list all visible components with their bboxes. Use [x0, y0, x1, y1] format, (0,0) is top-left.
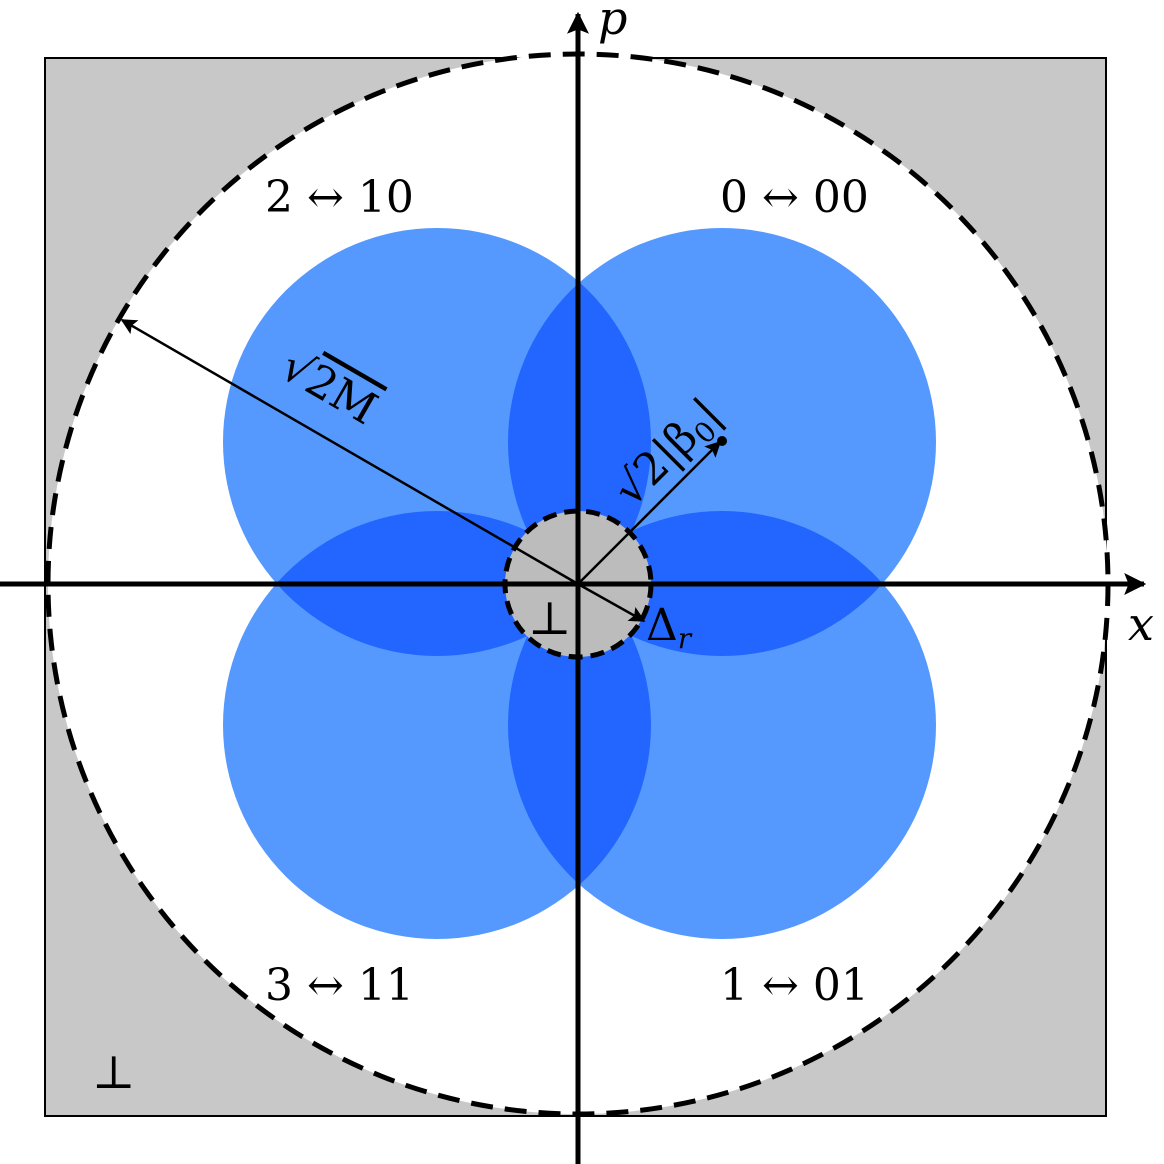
delta-main: Δ: [646, 600, 678, 651]
outer-radius-arrow: [120, 318, 579, 586]
p-axis-label: p: [598, 0, 627, 45]
delta-label: Δr: [646, 600, 693, 655]
beta-radius-arrow: [577, 440, 722, 585]
quadrant-label-3: 3 ↔ 11: [265, 960, 414, 1011]
quadrant-label-1: 1 ↔ 01: [720, 960, 869, 1011]
delta-radius-arrow: [577, 582, 646, 623]
x-axis-label: x: [1128, 597, 1154, 651]
delta-subscript: r: [678, 622, 693, 655]
beta-endpoint-dot: [717, 436, 727, 446]
quadrant-label-2: 2 ↔ 10: [265, 172, 414, 223]
center-perp-symbol: ⊥: [528, 591, 571, 645]
quadrant-label-0: 0 ↔ 00: [720, 172, 869, 223]
corner-perp-symbol: ⊥: [92, 1045, 135, 1099]
